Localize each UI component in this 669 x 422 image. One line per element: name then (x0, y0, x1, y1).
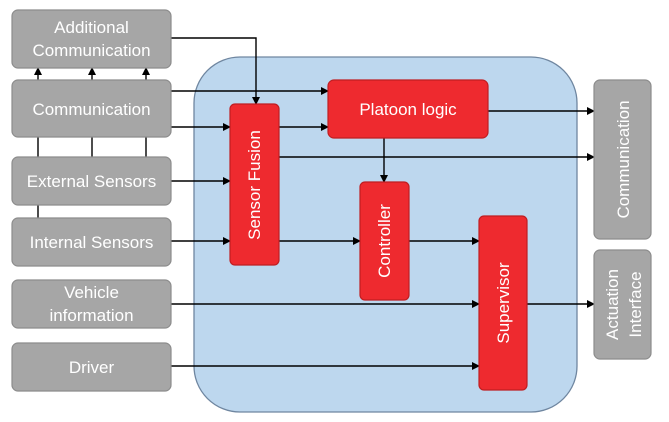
platoon-logic-label: Platoon logic (359, 100, 457, 119)
arrow-addcomm-to-fusion (171, 37, 260, 105)
additional-communication-line1: Additional (54, 18, 129, 37)
communication-label: Communication (32, 100, 150, 119)
module-supervisor: Supervisor (478, 215, 528, 391)
vehicle-information-line1: Vehicle (64, 283, 119, 302)
input-additional-communication: Additional Communication (11, 9, 172, 69)
module-controller: Controller (359, 181, 410, 301)
controller-label: Controller (375, 204, 394, 278)
actuation-interface-line1: Actuation (603, 269, 622, 340)
module-platoon-logic: Platoon logic (327, 79, 489, 139)
module-sensor-fusion: Sensor Fusion (229, 103, 280, 266)
input-external-sensors: External Sensors (11, 156, 172, 206)
input-internal-sensors: Internal Sensors (11, 217, 172, 267)
output-communication-label: Communication (614, 100, 633, 218)
output-communication: Communication (593, 79, 652, 240)
left-stack-connectors (34, 67, 150, 218)
input-communication: Communication (11, 79, 172, 138)
output-actuation-interface: Actuation Interface (593, 249, 652, 360)
data-flow-arrows (171, 37, 595, 370)
sensor-fusion-label: Sensor Fusion (245, 130, 264, 240)
vehicle-information-line2: information (49, 306, 133, 325)
internal-sensors-label: Internal Sensors (30, 233, 154, 252)
external-sensors-label: External Sensors (27, 172, 156, 191)
input-driver: Driver (11, 342, 172, 392)
actuation-interface-line2: Interface (626, 271, 645, 337)
input-vehicle-information: Vehicle information (11, 279, 172, 329)
additional-communication-line2: Communication (32, 41, 150, 60)
supervisor-label: Supervisor (494, 262, 513, 344)
driver-label: Driver (69, 358, 115, 377)
